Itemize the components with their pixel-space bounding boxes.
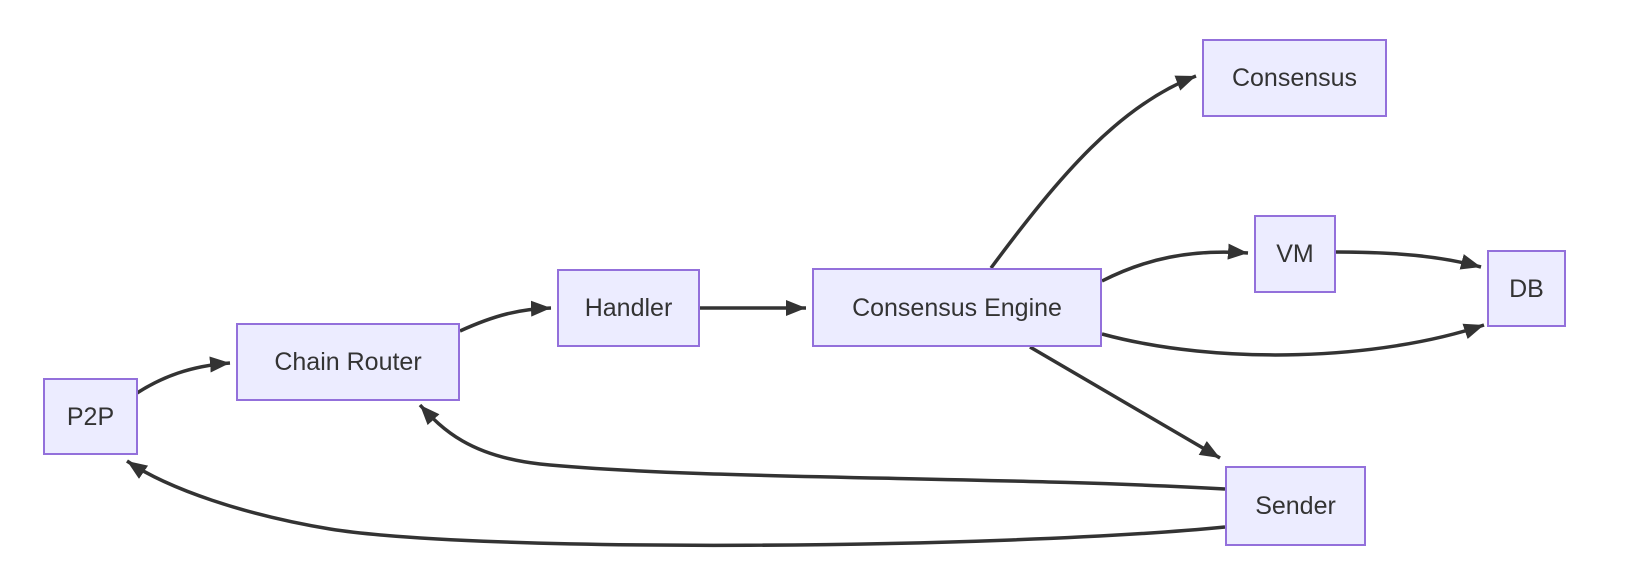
- edge-vm-to-db: [1335, 250, 1482, 270]
- edge-consensus-engine-to-sender: [1029, 345, 1221, 460]
- node-vm: VM: [1254, 215, 1336, 293]
- edge-chain-router-to-handler: [459, 300, 552, 333]
- node-label: Consensus: [1231, 64, 1358, 92]
- node-label: Sender: [1255, 492, 1336, 520]
- node-label: VM: [1276, 240, 1314, 268]
- node-db: DB: [1487, 250, 1566, 327]
- node-label: Consensus Engine: [852, 293, 1062, 322]
- node-sender: Sender: [1225, 466, 1366, 546]
- edge-sender-to-p2p: [126, 459, 1226, 548]
- node-handler: Handler: [557, 269, 700, 347]
- edge-p2p-to-chain-router: [136, 356, 231, 395]
- node-label: Handler: [584, 294, 673, 322]
- node-consensus-engine: Consensus Engine: [812, 268, 1102, 347]
- edge-consensus-engine-to-db: [1101, 323, 1485, 357]
- node-label: Chain Router: [274, 348, 422, 376]
- node-label: DB: [1509, 274, 1544, 303]
- edge-consensus-engine-to-consensus: [989, 74, 1197, 270]
- node-p2p: P2P: [43, 378, 138, 455]
- node-label: P2P: [66, 402, 115, 431]
- node-chain-router: Chain Router: [236, 323, 460, 401]
- node-consensus: Consensus: [1202, 39, 1387, 117]
- edge-consensus-engine-to-vm: [1101, 243, 1249, 283]
- edge-sender-to-chain-router: [418, 403, 1226, 491]
